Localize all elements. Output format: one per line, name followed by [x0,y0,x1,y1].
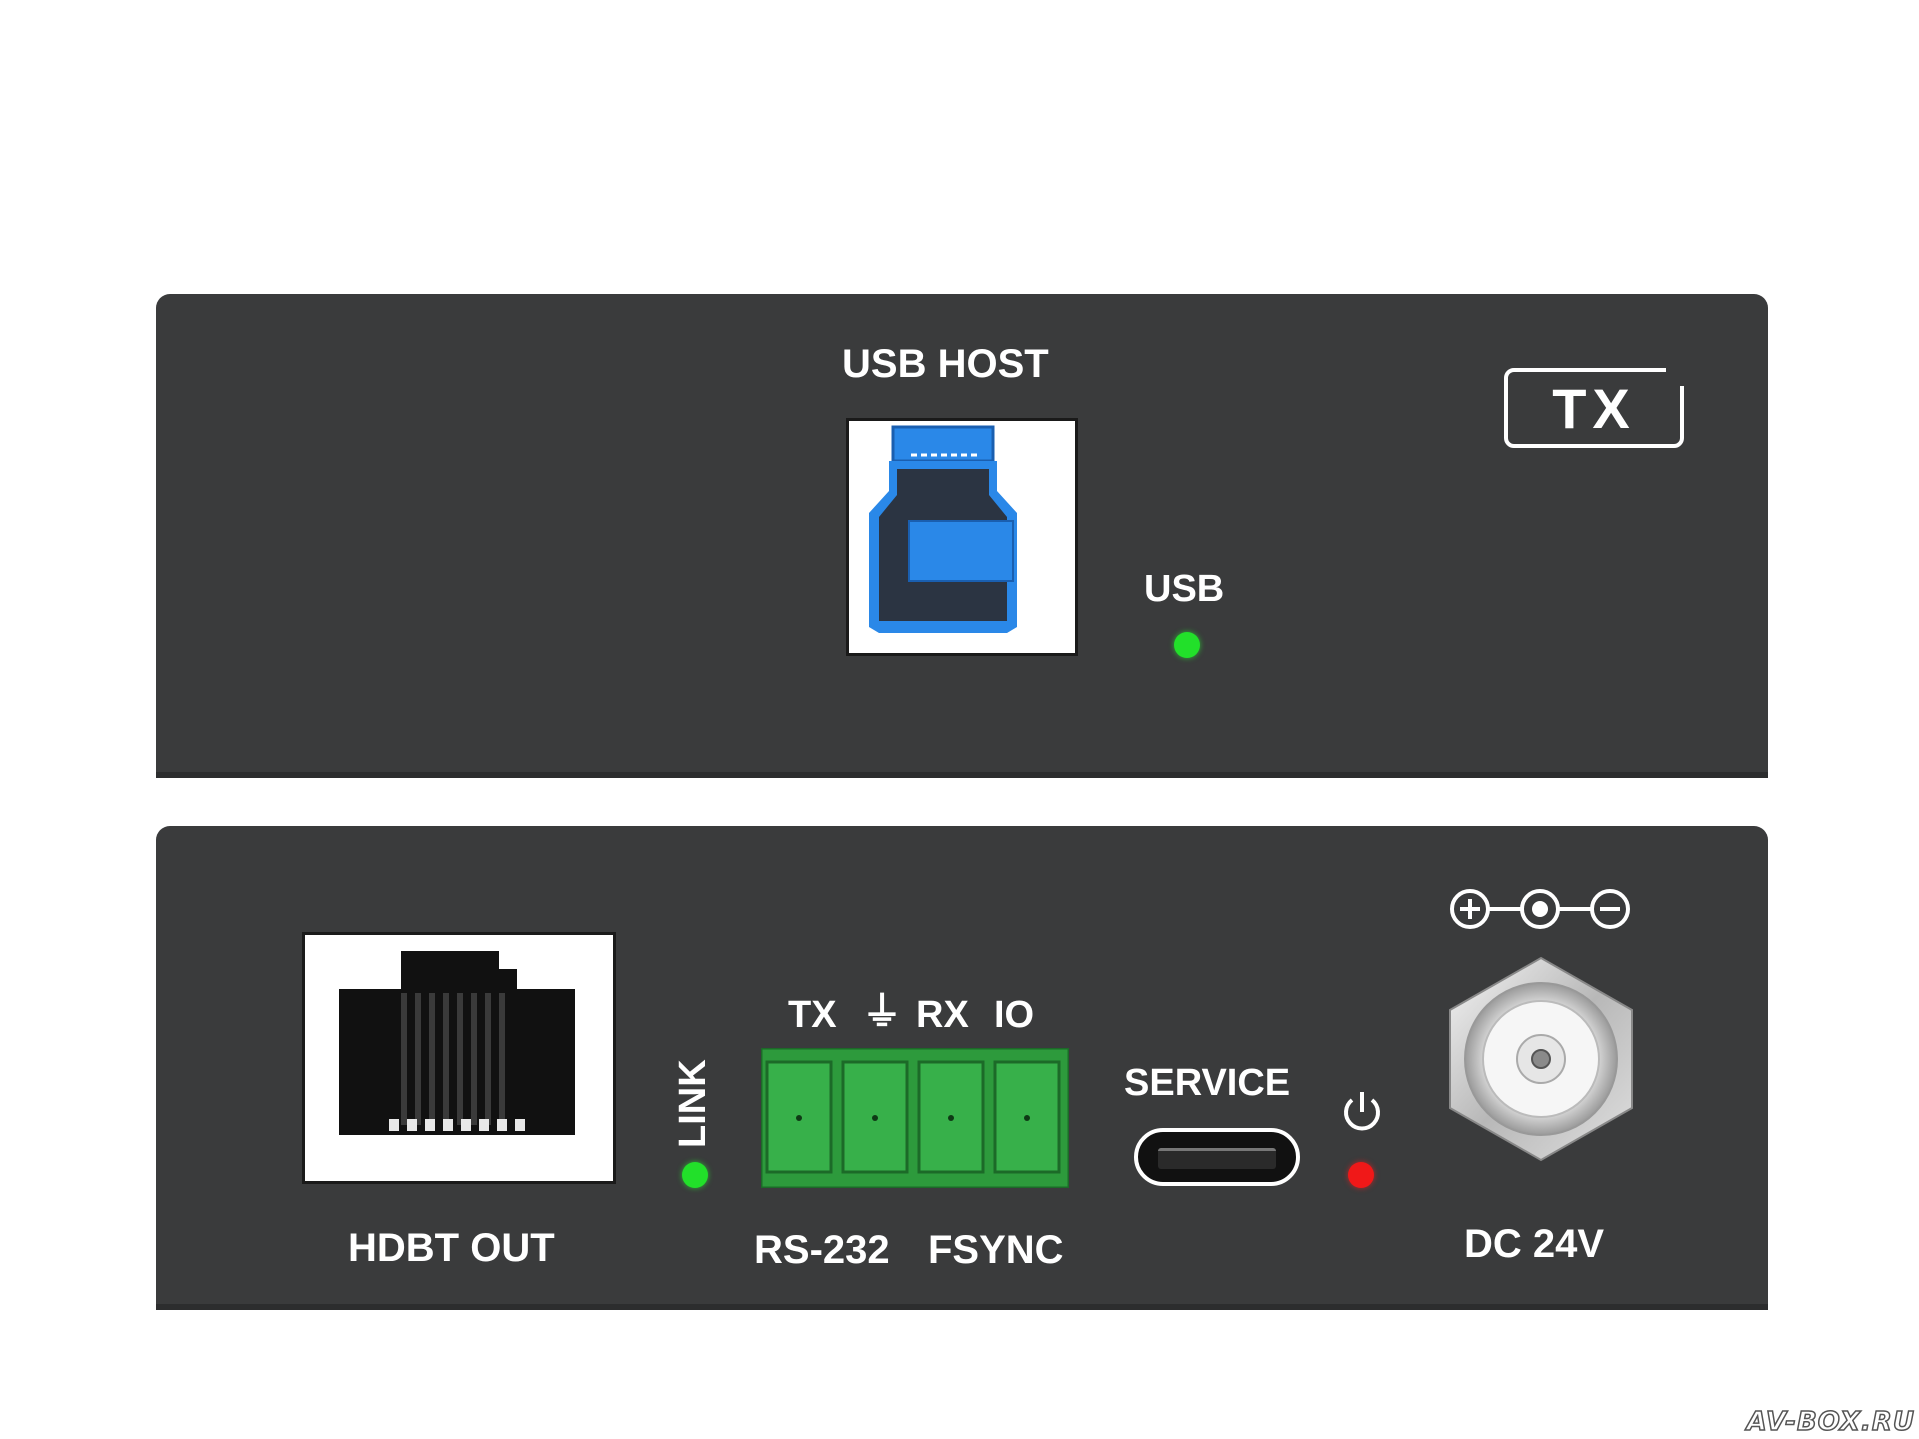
polarity-icon [1450,889,1630,929]
front-panel: USB HOST USB TX [156,294,1768,778]
rear-panel: HDBT OUT LINK TX ⏚ RX IO RS-232 FSYNC SE… [156,826,1768,1310]
fsync-label: FSYNC [928,1228,1064,1272]
usb-led-label: USB [1144,568,1225,610]
rs232-label: RS-232 [754,1228,890,1272]
rj45-port-icon[interactable] [302,932,616,1184]
link-label: LINK [672,1059,714,1148]
terminal-io-label: IO [994,994,1035,1036]
watermark: AV-BOX.RU [1746,1406,1915,1438]
dc-label: DC 24V [1464,1222,1605,1266]
terminal-rx-label: RX [916,994,969,1036]
terminal-tx-label: TX [788,994,837,1036]
usb-c-contacts [1158,1148,1276,1169]
dc-jack-icon[interactable] [1446,956,1636,1162]
terminal-block-icon[interactable] [759,1046,1071,1190]
usb-b-port-icon[interactable] [846,418,1078,656]
service-label: SERVICE [1124,1062,1291,1104]
usb-c-port-icon[interactable] [1134,1128,1300,1186]
power-led [1348,1162,1374,1188]
link-led [682,1162,708,1188]
tx-badge: TX [1504,368,1684,448]
usb-led [1174,632,1200,658]
power-icon [1344,1092,1380,1131]
usb-host-label: USB HOST [842,342,1049,386]
terminal-ground-label: ⏚ [862,989,902,1035]
hdbt-out-label: HDBT OUT [348,1226,555,1270]
